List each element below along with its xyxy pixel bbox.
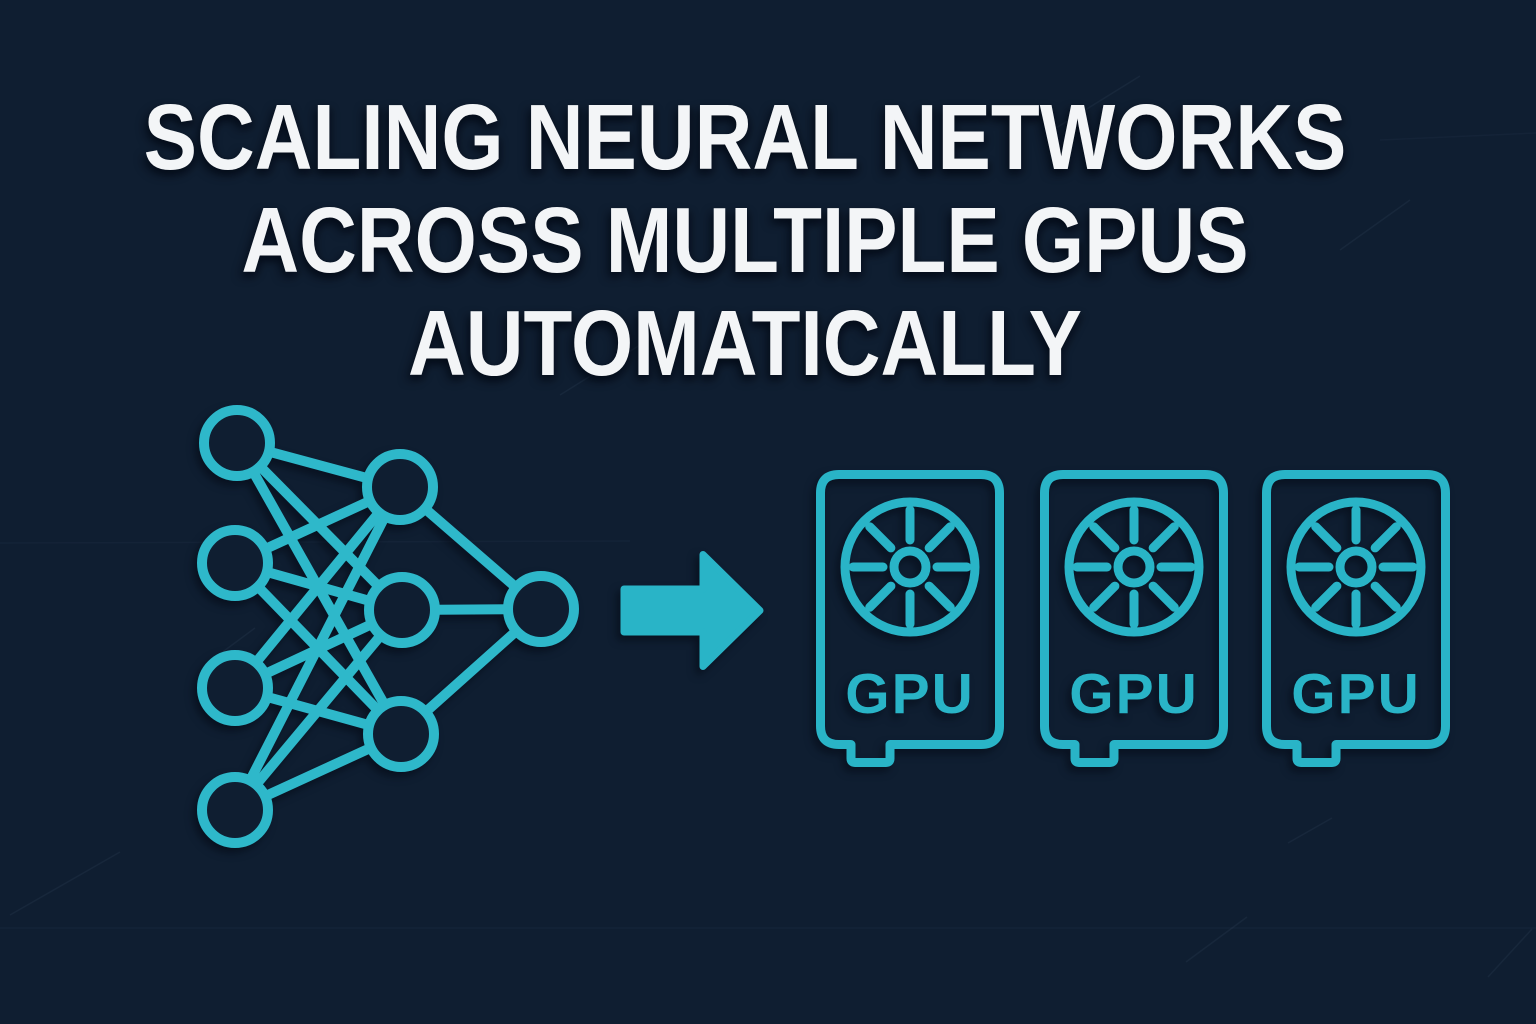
- gpu-label: GPU: [1069, 662, 1199, 726]
- gpu-fan-icon: [840, 497, 980, 637]
- network-node: [364, 572, 440, 648]
- right-arrow-icon: [620, 551, 764, 670]
- gpu-fan-hub: [1113, 546, 1155, 588]
- network-node: [363, 696, 439, 772]
- network-node: [362, 449, 438, 525]
- gpu-fan-spokes: [848, 505, 972, 629]
- network-node: [197, 525, 273, 601]
- gpu-card-outline: [1040, 470, 1228, 767]
- gpu-card-icon-3: GPU: [1262, 470, 1450, 767]
- gpu-label: GPU: [1291, 662, 1421, 726]
- gpu-card-outline: [816, 470, 1004, 767]
- network-node: [197, 772, 273, 848]
- gpu-fan-icon: [1064, 497, 1204, 637]
- neural-network-icon: [197, 405, 579, 848]
- gpu-fan-hub: [1335, 546, 1377, 588]
- page-title: SCALING NEURAL NETWORKS ACROSS MULTIPLE …: [0, 86, 1490, 395]
- network-nodes: [197, 405, 579, 848]
- title-line-2: ACROSS MULTIPLE GPUS: [241, 188, 1249, 292]
- right-arrow-shape: [620, 551, 764, 670]
- network-node: [199, 405, 275, 481]
- gpu-fan-spokes: [1294, 505, 1418, 629]
- gpu-fan-spokes: [1072, 505, 1196, 629]
- gpu-fan-icon: [1286, 497, 1426, 637]
- gpu-fan-hub: [889, 546, 931, 588]
- title-line-3: AUTOMATICALLY: [408, 291, 1082, 395]
- network-node: [503, 571, 579, 647]
- network-node: [197, 650, 273, 726]
- gpu-card-icon-1: GPU: [816, 470, 1004, 767]
- title-line-1: SCALING NEURAL NETWORKS: [143, 85, 1347, 189]
- gpu-label: GPU: [845, 662, 975, 726]
- gpu-card-outline: [1262, 470, 1450, 767]
- gpu-card-icon-2: GPU: [1040, 470, 1228, 767]
